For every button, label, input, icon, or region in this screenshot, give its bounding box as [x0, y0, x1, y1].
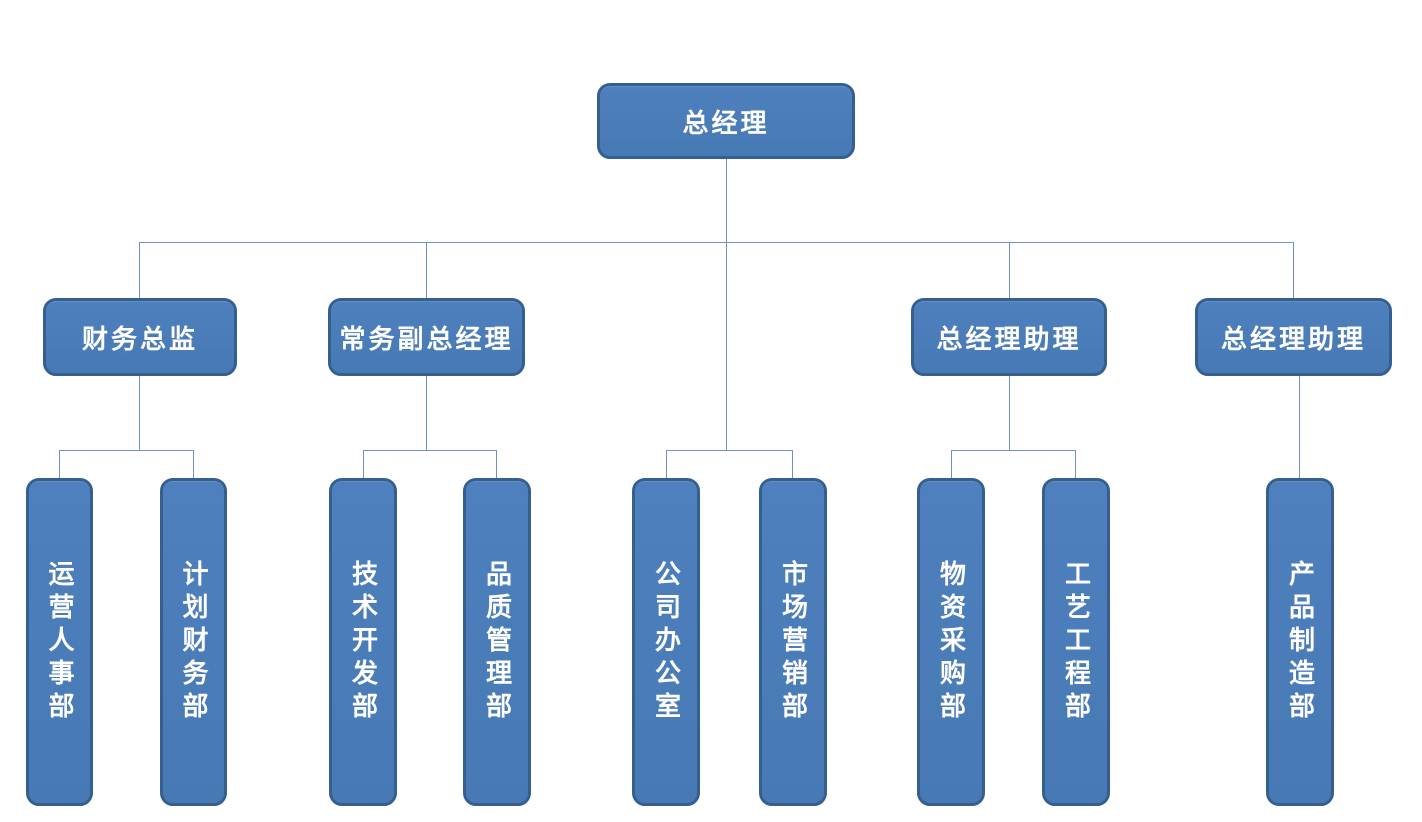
org-node-planning-finance-dept: 计划财务部: [160, 478, 227, 806]
connector-line: [363, 450, 364, 478]
connector-line: [666, 450, 793, 451]
org-node-material-procurement-dept: 物资采购部: [917, 478, 985, 806]
org-node-gm-assistant-1: 总经理助理: [911, 298, 1107, 376]
connector-line: [951, 450, 1076, 451]
org-node-executive-deputy-gm: 常务副总经理: [328, 298, 525, 376]
connector-line: [139, 376, 140, 450]
org-node-product-manufacturing-dept: 产品制造部: [1266, 478, 1334, 806]
connector-line: [951, 450, 952, 478]
org-node-marketing-dept: 市场营销部: [759, 478, 827, 806]
connector-line: [59, 450, 60, 478]
connector-line: [1293, 242, 1294, 298]
connector-line: [496, 450, 497, 478]
org-node-tech-development-dept: 技术开发部: [329, 478, 397, 806]
connector-line: [1009, 242, 1010, 298]
connector-line: [59, 450, 194, 451]
connector-line: [1009, 376, 1010, 450]
connector-line: [426, 242, 427, 298]
org-node-finance-director: 财务总监: [43, 298, 237, 376]
connector-line: [1299, 376, 1300, 478]
org-node-process-engineering-dept: 工艺工程部: [1042, 478, 1110, 806]
org-node-company-office: 公司办公室: [632, 478, 700, 806]
connector-line: [139, 242, 140, 298]
connector-line: [666, 450, 667, 478]
connector-line: [363, 450, 497, 451]
connector-line: [139, 242, 1294, 243]
org-node-gm-assistant-2: 总经理助理: [1195, 298, 1392, 376]
connector-line: [426, 376, 427, 450]
connector-line: [726, 159, 727, 450]
org-node-operations-hr-dept: 运营人事部: [26, 478, 93, 806]
connector-line: [1075, 450, 1076, 478]
connector-line: [792, 450, 793, 478]
org-node-general-manager: 总经理: [597, 83, 855, 159]
org-node-quality-management-dept: 品质管理部: [463, 478, 531, 806]
connector-line: [193, 450, 194, 478]
